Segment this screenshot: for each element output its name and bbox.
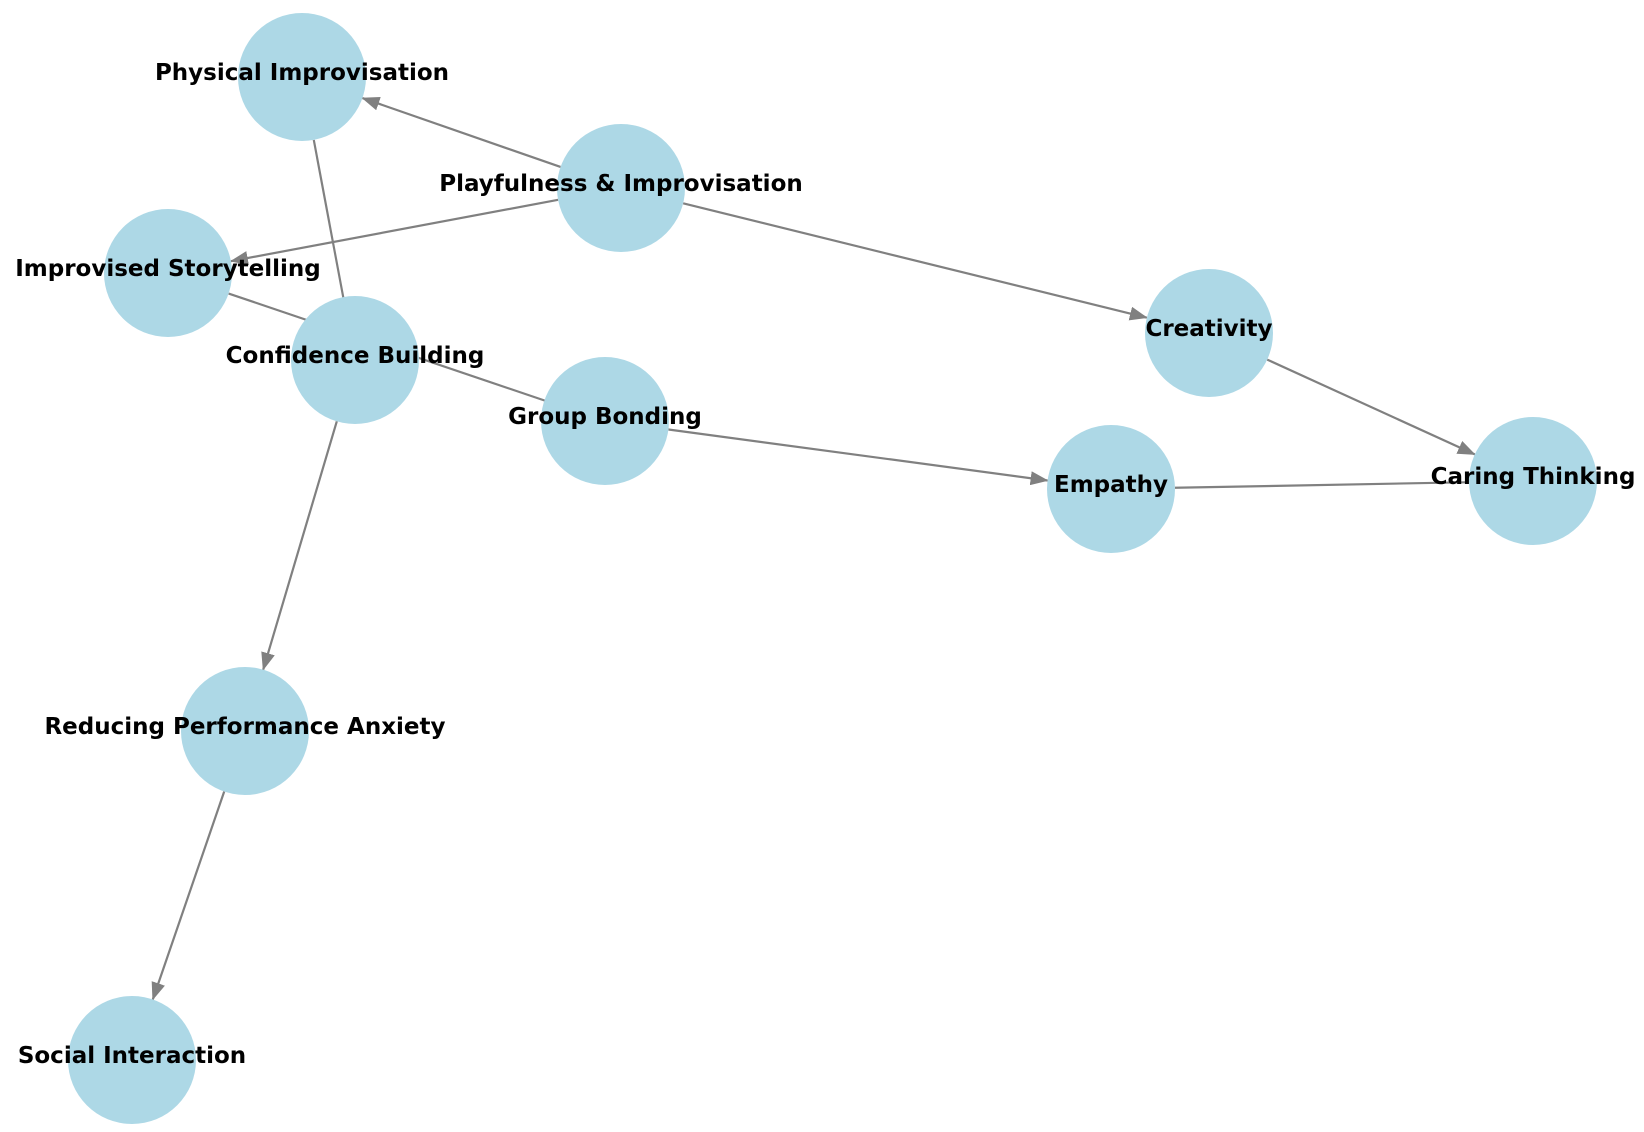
- node-creativity: [1145, 269, 1273, 397]
- node-group: [541, 357, 669, 485]
- node-confidence: [291, 296, 419, 424]
- edges-layer: [151, 96, 1476, 1001]
- node-anxiety: [181, 667, 309, 795]
- edge-empathy-to-caring: [1174, 481, 1466, 489]
- node-label-physical: Physical Improvisation: [155, 60, 449, 86]
- nodes-layer: [68, 13, 1597, 1124]
- edge-playfulness-to-storytelling: [229, 198, 559, 265]
- node-storytelling: [104, 209, 232, 337]
- edge-group-to-empathy: [668, 428, 1049, 486]
- node-label-group: Group Bonding: [508, 404, 702, 430]
- node-label-confidence: Confidence Building: [226, 343, 485, 369]
- node-label-playfulness: Playfulness & Improvisation: [439, 171, 803, 197]
- node-label-creativity: Creativity: [1145, 316, 1272, 342]
- edge-playfulness-to-physical: [361, 96, 561, 169]
- node-label-empathy: Empathy: [1054, 472, 1168, 498]
- edge-playfulness-to-creativity: [682, 202, 1148, 321]
- edge-anxiety-to-social: [151, 791, 226, 1001]
- node-label-caring: Caring Thinking: [1431, 464, 1636, 490]
- node-label-social: Social Interaction: [18, 1043, 246, 1069]
- node-playfulness: [557, 124, 685, 252]
- node-caring: [1469, 417, 1597, 545]
- node-physical: [238, 13, 366, 141]
- node-label-anxiety: Reducing Performance Anxiety: [44, 714, 445, 740]
- edge-creativity-to-caring: [1266, 358, 1476, 456]
- node-empathy: [1047, 425, 1175, 553]
- node-social: [68, 996, 196, 1124]
- node-label-storytelling: Improvised Storytelling: [15, 256, 321, 282]
- edge-confidence-to-anxiety: [261, 421, 338, 671]
